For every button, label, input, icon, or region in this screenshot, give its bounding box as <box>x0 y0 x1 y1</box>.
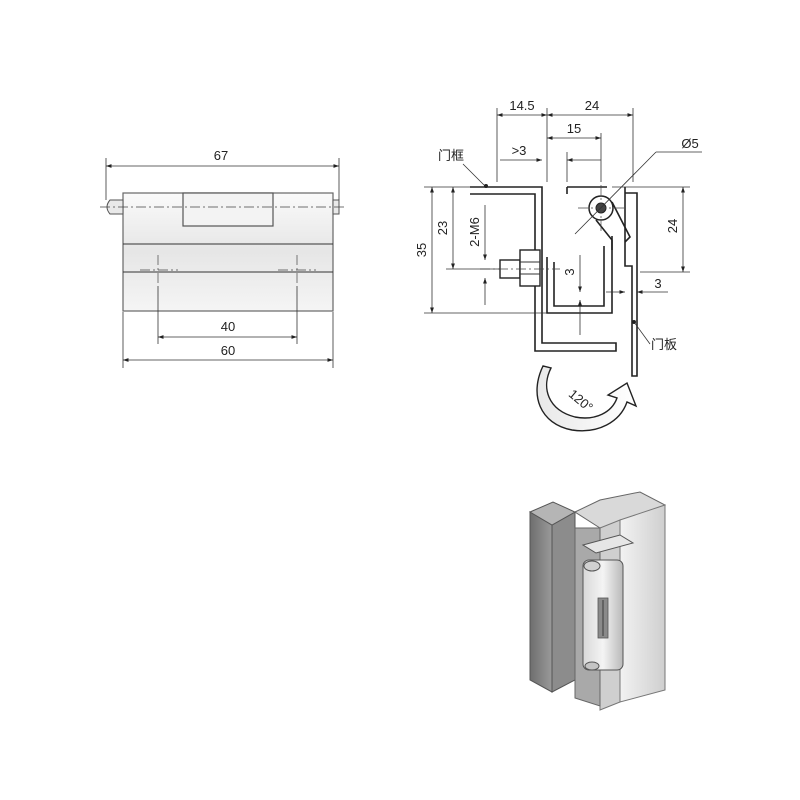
rotation-angle: 120° <box>566 386 596 415</box>
frame-leader <box>462 163 486 187</box>
panel-leader <box>633 321 651 345</box>
bracket-u <box>546 236 613 314</box>
dim-3-right: 3 <box>654 276 661 291</box>
door-panel-face <box>619 504 666 703</box>
dim-phi5: Ø5 <box>681 136 698 151</box>
dim-overall-length: 67 <box>214 148 228 163</box>
dim-35: 35 <box>414 243 429 257</box>
rotation-arrow <box>536 365 638 432</box>
dim-24-right: 24 <box>665 219 680 233</box>
frame-dark-face-2 <box>551 511 576 693</box>
bracket-top <box>581 534 635 554</box>
dim-15: 15 <box>567 121 581 136</box>
frame-profile <box>470 186 617 352</box>
dim-gt3: >3 <box>512 143 527 158</box>
frame-leader-dot <box>484 184 488 188</box>
label-door-frame: 门框 <box>438 149 464 164</box>
panel-leader-dot <box>632 320 636 324</box>
dim-hole-spacing: 40 <box>221 319 235 334</box>
bracket-u-inner <box>553 246 605 307</box>
front-view: 67 40 60 <box>100 148 345 368</box>
dim-23: 23 <box>435 221 450 235</box>
dim-24-top: 24 <box>585 98 599 113</box>
label-door-panel: 门板 <box>651 338 677 353</box>
phi5-leader <box>574 151 657 235</box>
middle-knuckle <box>182 192 274 227</box>
frame-dark-face <box>529 511 553 693</box>
isometric-view <box>528 491 667 711</box>
dim-14-5: 14.5 <box>509 98 534 113</box>
nut <box>519 249 541 287</box>
dim-body-width: 60 <box>221 343 235 358</box>
hinge-knuckle-top <box>583 560 601 572</box>
hinge-knuckle-bottom <box>584 661 600 671</box>
dim-3-vertical: 3 <box>562 268 577 275</box>
dim-2m6: 2-M6 <box>467 217 482 247</box>
bracket-flange <box>566 186 607 194</box>
door-panel <box>624 187 638 377</box>
side-view: 14.5 24 15 >3 Ø5 35 23 2-M6 3 24 <box>414 98 702 432</box>
